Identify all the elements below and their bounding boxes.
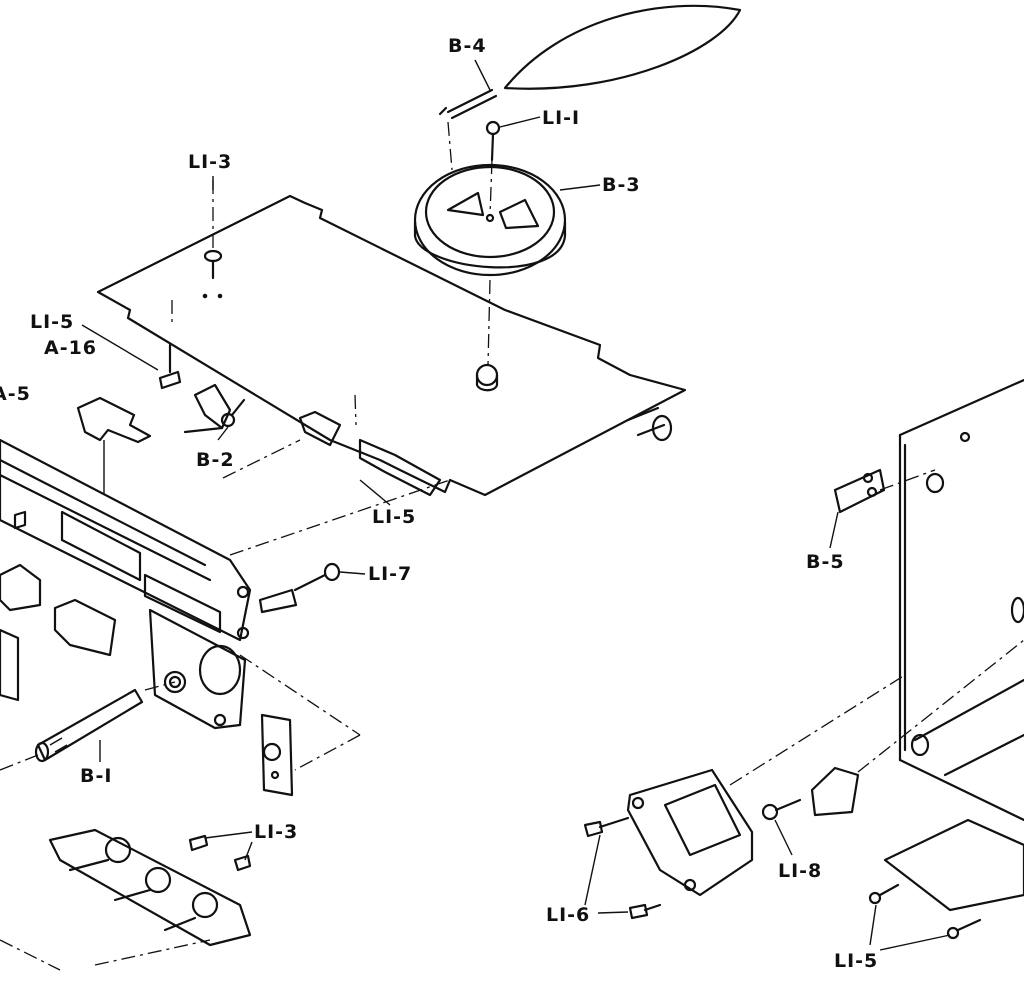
screw-li1 — [485, 120, 501, 216]
flywheel-pulley — [413, 163, 567, 366]
label-a5: A-5 — [0, 383, 31, 405]
label-li5-left: LI-5 — [30, 311, 74, 333]
label-b1: B-I — [80, 765, 112, 787]
pcb-board — [868, 818, 1024, 940]
control-assembly — [48, 828, 252, 947]
knob-shaft-b1 — [34, 688, 144, 763]
label-li7: LI-7 — [368, 563, 412, 585]
chassis-plate — [96, 194, 687, 497]
label-b2: B-2 — [196, 449, 235, 471]
drive-belt — [438, 4, 742, 171]
label-b4: B-4 — [448, 35, 487, 57]
label-li8: LI-8 — [778, 860, 822, 882]
alignment-lines — [0, 439, 1024, 971]
label-li3-bottom: LI-3 — [254, 821, 298, 843]
cabinet — [898, 378, 1024, 822]
label-b3: B-3 — [602, 174, 641, 196]
label-li6: LI-6 — [546, 904, 590, 926]
lever-b2 — [183, 383, 246, 434]
transformer — [583, 768, 754, 920]
label-li1: LI-I — [542, 107, 580, 129]
jack-plate — [260, 713, 294, 797]
front-panel — [0, 438, 252, 730]
bracket-a5 — [76, 396, 152, 495]
label-a16: A-16 — [44, 337, 97, 359]
screw-li3-top — [202, 180, 223, 299]
label-b5: B-5 — [806, 551, 845, 573]
leader-lines — [81, 59, 951, 951]
screw-li5-a16 — [158, 343, 182, 390]
label-li3-top: LI-3 — [188, 151, 232, 173]
screw-li7 — [258, 562, 341, 614]
bracket-li8 — [761, 766, 860, 821]
part-labels: B-4 LI-I B-3 LI-3 LI-5 A-16 A-5 B-2 LI-5… — [0, 35, 878, 972]
bracket-b5 — [833, 468, 886, 514]
label-li5-mid: LI-5 — [372, 506, 416, 528]
switch-modules — [0, 563, 117, 702]
label-li5-bottom: LI-5 — [834, 950, 878, 972]
